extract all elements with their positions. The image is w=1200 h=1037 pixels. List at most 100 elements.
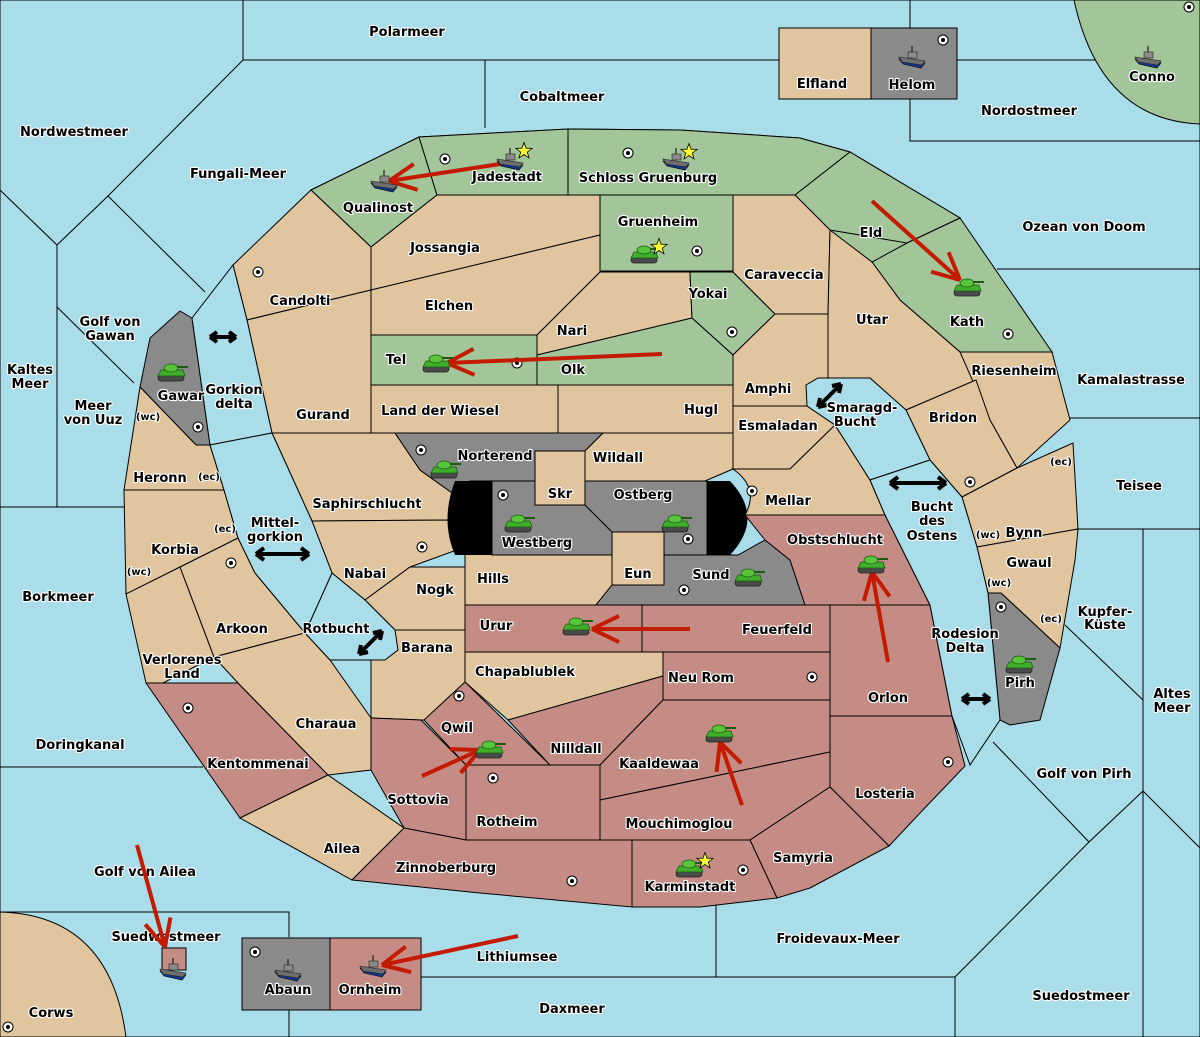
label-froidevaux: Froidevaux-Meer xyxy=(776,932,900,947)
label-gawar: Gawar xyxy=(158,389,205,404)
label-gwaul: Gwaul xyxy=(1006,556,1051,571)
label-qualinost: Qualinost xyxy=(343,201,413,216)
canal-arrow-bucht xyxy=(888,475,948,491)
supply-center-icon xyxy=(192,421,204,433)
label-nilldall: Nilldall xyxy=(550,742,601,757)
coast-label-wc: (wc) xyxy=(976,530,1000,541)
army-tank-icon[interactable] xyxy=(675,851,715,878)
label-kupfer-2: Küste xyxy=(1084,618,1126,633)
label-caraveccia: Caraveccia xyxy=(744,268,823,283)
army-tank-icon[interactable] xyxy=(562,617,593,636)
label-uuz-2: von Uuz xyxy=(64,413,123,428)
label-kamalastrasse: Kamalastrasse xyxy=(1077,373,1185,388)
border-altes xyxy=(1142,790,1200,849)
supply-center-icon xyxy=(416,541,428,553)
army-tank-icon[interactable] xyxy=(734,568,765,587)
order-arrow xyxy=(714,740,744,806)
fleet-ship-icon[interactable] xyxy=(359,955,387,978)
supply-center-icon xyxy=(937,34,949,46)
label-gorkion-2: delta xyxy=(215,397,253,412)
label-nordwestmeer: Nordwestmeer xyxy=(20,125,128,140)
sea-gorkion-delta[interactable] xyxy=(191,263,273,446)
fleet-ship-icon[interactable] xyxy=(1134,46,1162,69)
label-karminstadt: Karminstadt xyxy=(645,880,736,895)
territory-corws[interactable] xyxy=(0,911,127,1037)
sea-mittelgorkion[interactable] xyxy=(209,432,333,634)
supply-center-icon xyxy=(746,485,758,497)
supply-center-icon xyxy=(691,245,703,257)
army-tank-icon[interactable] xyxy=(430,460,461,479)
army-tank-icon[interactable] xyxy=(705,724,736,743)
label-abaun: Abaun xyxy=(265,983,312,998)
canal-arrow-rotbucht xyxy=(357,629,384,656)
supply-center-icon xyxy=(497,489,509,501)
sea-bucht-des-ostens[interactable] xyxy=(869,459,1001,767)
supply-center-icon xyxy=(2,1021,14,1033)
supply-center-icon xyxy=(622,147,634,159)
army-tank-icon[interactable] xyxy=(422,354,453,373)
label-urur: Urur xyxy=(480,619,513,634)
label-gruenheim: Gruenheim xyxy=(618,215,698,230)
label-schloss: Schloss Gruenburg xyxy=(579,171,717,186)
army-tank-icon[interactable] xyxy=(157,363,188,382)
label-losteria: Losteria xyxy=(855,787,915,802)
army-tank-icon[interactable] xyxy=(630,237,669,264)
order-arrow xyxy=(591,614,690,644)
label-skr: Skr xyxy=(548,487,573,502)
label-nogk: Nogk xyxy=(416,583,454,598)
sea-smaragd-bucht[interactable] xyxy=(805,377,931,481)
territory-eun[interactable] xyxy=(611,531,665,587)
label-polarmeer: Polarmeer xyxy=(369,25,445,40)
label-utar: Utar xyxy=(856,313,889,328)
army-tank-icon[interactable] xyxy=(1005,655,1036,674)
coast-label-ec: (ec) xyxy=(1050,457,1072,468)
territory-karminstadt[interactable] xyxy=(631,839,778,908)
territory-gruenheim[interactable] xyxy=(599,194,734,272)
supply-center-icon xyxy=(806,671,818,683)
supply-center-icon xyxy=(682,533,694,545)
army-tank-icon[interactable] xyxy=(953,278,984,297)
territory-ornheim[interactable] xyxy=(329,937,422,1011)
supply-center-icon xyxy=(678,584,690,596)
label-uuz-1: Meer xyxy=(75,399,113,414)
label-riesenheim: Riesenheim xyxy=(971,364,1056,379)
label-hugl: Hugl xyxy=(684,403,718,418)
coast-label-wc: (wc) xyxy=(987,578,1011,589)
supply-center-icon xyxy=(1002,328,1014,340)
territory-conno[interactable] xyxy=(1073,0,1200,125)
supply-center-icon xyxy=(439,153,451,165)
army-tank-icon[interactable] xyxy=(504,514,535,533)
order-arrow xyxy=(861,570,892,663)
label-kentommenai: Kentommenai xyxy=(207,757,308,772)
fleet-ship-icon[interactable] xyxy=(159,958,187,981)
label-land-wiesel: Land der Wiesel xyxy=(381,404,499,419)
border-suedwest xyxy=(0,911,290,937)
home-star-icon xyxy=(679,142,699,160)
label-cobaltmeer: Cobaltmeer xyxy=(520,90,605,105)
label-corws: Corws xyxy=(29,1006,74,1021)
label-neu-rom: Neu Rom xyxy=(668,671,734,686)
territory-verlorenes-land[interactable] xyxy=(125,566,215,684)
territory-eld[interactable] xyxy=(794,151,962,244)
label-conno: Conno xyxy=(1129,70,1175,85)
fleet-ship-icon[interactable] xyxy=(898,46,926,69)
border-kupfer xyxy=(1064,624,1144,701)
territory-elfland[interactable] xyxy=(778,27,872,100)
supply-center-icon xyxy=(249,946,261,958)
supply-center-icon xyxy=(415,444,427,456)
label-samyria: Samyria xyxy=(773,851,833,866)
supply-center-icon xyxy=(182,702,194,714)
fleet-ship-icon[interactable] xyxy=(274,959,302,982)
label-gurand: Gurand xyxy=(296,408,350,423)
fleet-ship-icon[interactable] xyxy=(496,141,534,171)
army-tank-icon[interactable] xyxy=(857,555,888,574)
army-tank-icon[interactable] xyxy=(475,740,506,759)
army-tank-icon[interactable] xyxy=(661,514,692,533)
fleet-ship-icon[interactable] xyxy=(662,142,699,171)
label-golf-gawan-1: Golf von xyxy=(80,315,141,330)
territory-skr[interactable] xyxy=(534,450,586,506)
fleet-ship-icon[interactable] xyxy=(370,170,398,193)
canal-arrow-gorkion xyxy=(208,330,238,344)
territory-labels: PolarmeerCobaltmeerNordwestmeerFungali-M… xyxy=(6,24,1192,1022)
